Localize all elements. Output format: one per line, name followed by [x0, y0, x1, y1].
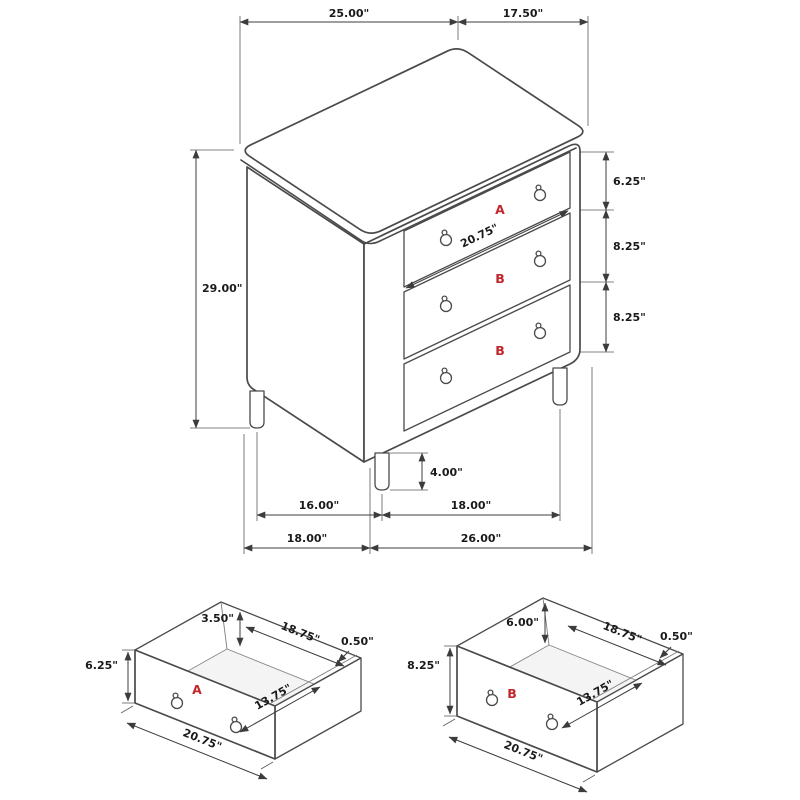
- dim-overall-depth-label: 18.00": [287, 532, 328, 545]
- dim-height-label: 29.00": [202, 282, 243, 295]
- drawer-b2-letter: B: [495, 343, 505, 358]
- dim-middle-drawer-height-label: 8.25": [613, 240, 646, 253]
- drawer-b1-letter: B: [495, 271, 505, 286]
- drawer-a-back-height-label: 3.50": [201, 612, 234, 625]
- knob-icon: [533, 184, 547, 202]
- dim-top-drawer-height-label: 6.25": [613, 175, 646, 188]
- chest-isometric-view: 25.00" 17.50" 29.00" 6.25" 8.25" 8.25" 2…: [190, 7, 646, 554]
- drawer-b-detail-view: 6.00" 18.75" 0.50" 8.25" 13.75" B 20.75": [407, 597, 693, 793]
- chest-top-edge: [240, 147, 577, 245]
- drawer-b-front-height-label: 8.25": [407, 659, 440, 672]
- dim-leg-spacing-width-label: 18.00": [451, 499, 492, 512]
- dim-leg-height-label: 4.00": [430, 466, 463, 479]
- drawer-a-dimension-lines: [124, 611, 350, 780]
- drawer-a-front-height-label: 6.25": [85, 659, 118, 672]
- knob-icon: [485, 689, 499, 707]
- knob-icon: [439, 367, 453, 385]
- drawer-a-detail-letter: A: [192, 682, 202, 697]
- dim-leg-spacing-depth-label: 16.00": [299, 499, 340, 512]
- dim-bottom-drawer-height-label: 8.25": [613, 311, 646, 324]
- drawer-b-detail-letter: B: [507, 686, 517, 701]
- knob-icon: [170, 692, 184, 710]
- chest-leg-back-left: [249, 390, 265, 429]
- drawer-b-dimension-lines: [446, 602, 672, 793]
- drawer-b-side-thickness-label: 0.50": [660, 630, 693, 643]
- knob-icon: [545, 713, 559, 731]
- drawer-a-detail-view: 3.50" 18.75" 0.50" 6.25" 13.75" A 20.75": [85, 601, 374, 780]
- dim-top-depth-label: 17.50": [503, 7, 544, 20]
- chest-leg-front-left: [374, 452, 390, 491]
- drawer-a-side-thickness-label: 0.50": [341, 635, 374, 648]
- knob-icon: [439, 295, 453, 313]
- extension-lines: [190, 16, 614, 554]
- chest-top: [244, 48, 584, 234]
- knob-icon: [533, 322, 547, 340]
- chest-leg-front-right: [552, 367, 568, 406]
- chest-left-panel: [246, 166, 365, 463]
- dimension-lines: [192, 18, 610, 552]
- drawer-a-letter: A: [495, 202, 505, 217]
- dim-overall-width-label: 26.00": [461, 532, 502, 545]
- dim-top-width-label: 25.00": [329, 7, 370, 20]
- drawer-b-back-height-label: 6.00": [506, 616, 539, 629]
- drawer-b2-front: [403, 284, 571, 432]
